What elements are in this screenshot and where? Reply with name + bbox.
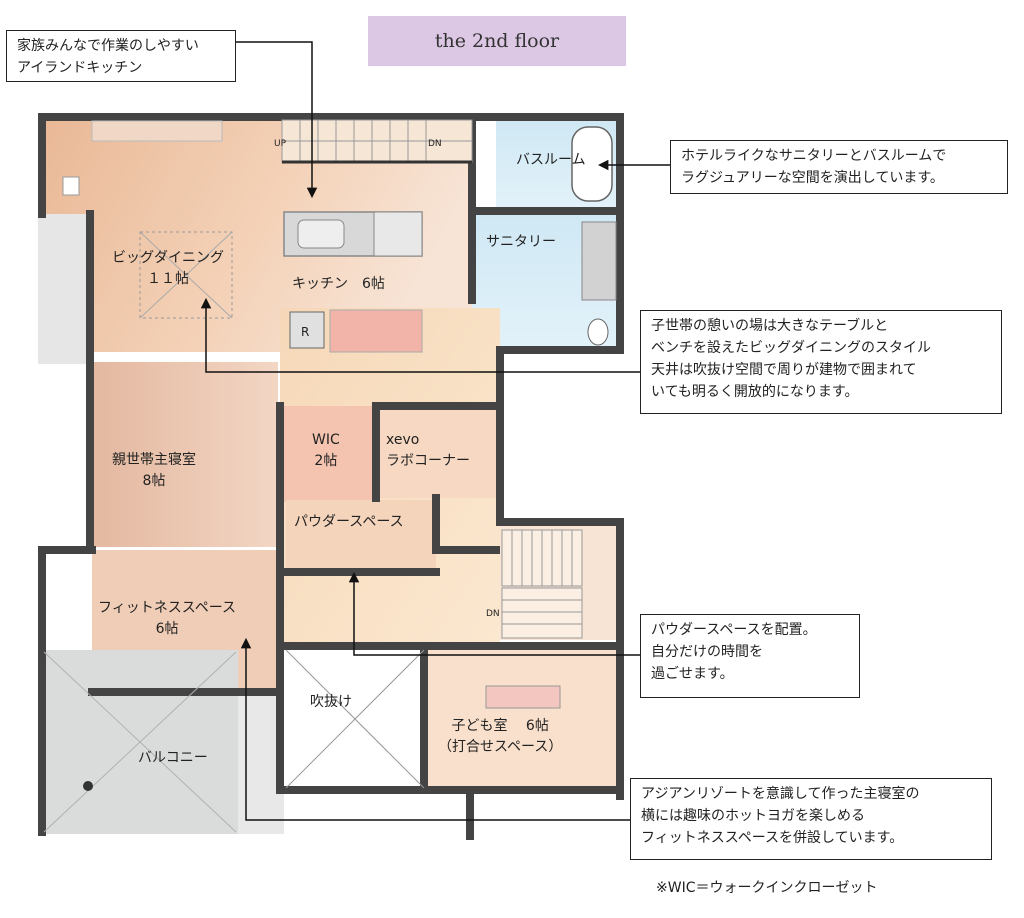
lab-floor [376,406,496,498]
wic-floor [282,406,374,502]
label-sanitary: サニタリー [486,234,556,250]
note-bath: ホテルライクなサニタリーとバスルームで ラグジュアリーな空間を演出しています。 [670,140,1008,194]
walls [38,113,624,840]
note-dining: 子世帯の憩いの場は大きなテーブルと ベンチを設えたビッグダイニングのスタイル 天… [640,310,1002,414]
label-dn2: DN [486,609,500,619]
kids-floor [426,646,622,788]
toilet [587,318,609,346]
note-powder: パウダースペースを配置。 自分だけの時間を 過ごせます。 [640,614,860,698]
footnote: ※WIC＝ウォークインクローゼット [656,880,878,896]
drain-dot [83,781,93,791]
dining-chair [62,176,80,196]
label-balcony: バルコニー [138,750,208,766]
window-sill [91,120,223,142]
left-balcony [38,214,90,364]
label-atrium: 吹抜け [310,694,352,710]
kitchen-back-counter [329,309,423,353]
kids-table [485,685,561,709]
label-kitchen: キッチン 6帖 [292,276,385,292]
bedroom-floor [92,362,278,547]
label-kids: 子ども室 6帖（打合せスペース） [438,718,563,755]
dining-table-outline [139,231,233,319]
bathtub [571,126,613,202]
fridge [289,311,325,349]
leader-lines [200,41,670,821]
dining-atrium-x2 [139,231,233,319]
powder-floor [286,500,436,570]
sink [297,219,345,249]
label-dn: DN [428,139,442,149]
label-bathroom: バスルーム [516,152,586,168]
lower-stairs [501,529,583,639]
upper-stairs [281,119,473,163]
label-refrigerator: R [301,325,310,339]
balcony-x2 [43,651,237,833]
kitchen-counter [373,211,423,257]
vanity [581,221,617,301]
label-powder: パウダースペース [294,514,404,530]
label-up: UP [274,139,287,149]
note-fitness: アジアンリゾートを意識して作った主寝室の 横には趣味のホットヨガを楽しめる フィ… [630,778,992,860]
note-kitchen: 家族みんなで作業のしやすい アイランドキッチン [6,30,236,82]
floor-title: the 2nd floor [368,16,626,66]
atrium-x2 [285,649,425,789]
